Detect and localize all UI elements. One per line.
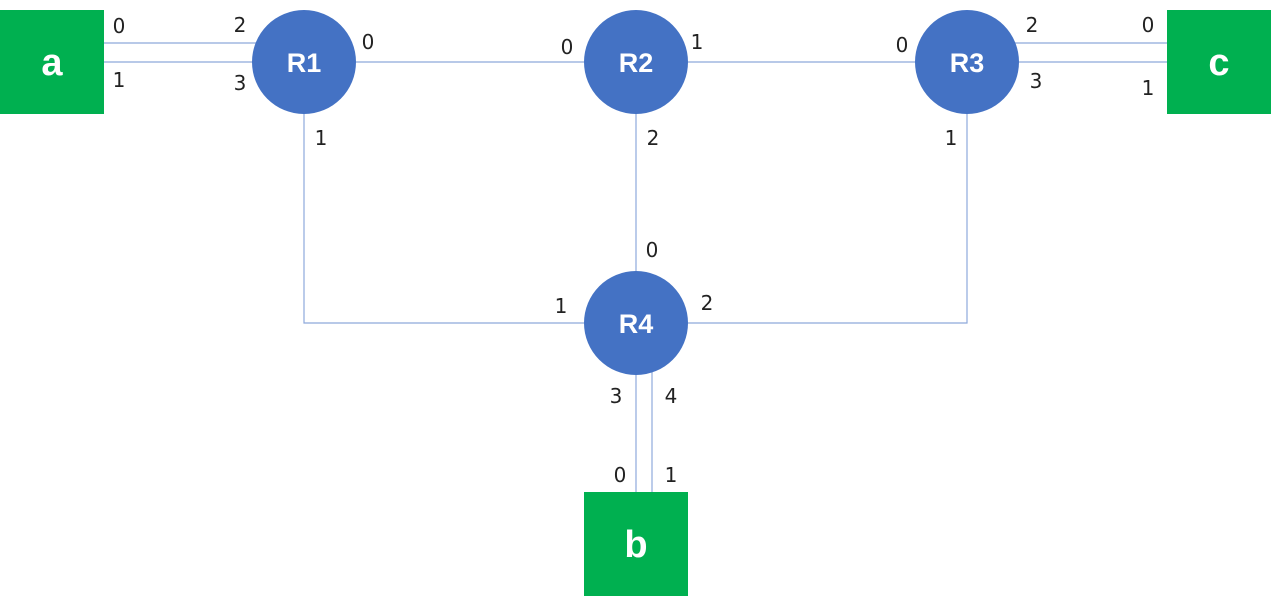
router-r3-node (915, 10, 1019, 114)
router-r4: R4 (584, 271, 688, 375)
port-label-c-0: 0 (1142, 13, 1155, 37)
host-a-label: a (41, 42, 63, 84)
port-label-r4-2: 2 (701, 291, 714, 315)
link-r3p1-r4p2 (688, 114, 968, 324)
router-r4-label: R4 (619, 309, 654, 339)
host-b: b (584, 492, 688, 596)
router-r1: R1 (252, 10, 356, 114)
port-label-r1-2: 2 (234, 13, 247, 37)
router-r3: R3 (915, 10, 1019, 114)
host-b-box (584, 492, 688, 596)
port-label-r3-0: 0 (896, 33, 909, 57)
router-r2: R2 (584, 10, 688, 114)
host-b-label: b (624, 524, 647, 566)
port-label-r1-1: 1 (315, 126, 328, 150)
router-r1-node (252, 10, 356, 114)
router-r3-label: R3 (950, 48, 985, 78)
port-label-r4-3: 3 (610, 384, 623, 408)
port-label-r4-4: 4 (665, 384, 678, 408)
router-r2-node (584, 10, 688, 114)
port-label-c-1: 1 (1142, 76, 1155, 100)
port-label-r1-3: 3 (234, 71, 247, 95)
port-label-r2-0: 0 (561, 35, 574, 59)
link-r1p1-r4p1 (303, 114, 584, 324)
links (104, 42, 1167, 492)
port-label-a-0: 0 (113, 14, 126, 38)
port-labels: 0 1 2 3 0 1 0 1 2 0 2 3 1 0 1 0 1 2 3 4 … (113, 13, 1155, 487)
port-label-b-1: 1 (665, 463, 678, 487)
host-a-box (0, 10, 104, 114)
router-r1-label: R1 (287, 48, 322, 78)
host-a: a (0, 10, 104, 114)
port-label-r2-1: 1 (691, 30, 704, 54)
host-c-label: c (1208, 42, 1229, 84)
port-label-r3-3: 3 (1030, 69, 1043, 93)
router-r4-node (584, 271, 688, 375)
port-label-r3-2: 2 (1026, 13, 1039, 37)
port-label-r3-1: 1 (945, 126, 958, 150)
host-c-box (1167, 10, 1271, 114)
port-label-r4-1: 1 (555, 294, 568, 318)
port-label-b-0: 0 (614, 463, 627, 487)
host-c: c (1167, 10, 1271, 114)
port-label-r4-0: 0 (646, 238, 659, 262)
port-label-a-1: 1 (113, 68, 126, 92)
router-r2-label: R2 (619, 48, 654, 78)
port-label-r1-0: 0 (362, 30, 375, 54)
port-label-r2-2: 2 (647, 126, 660, 150)
